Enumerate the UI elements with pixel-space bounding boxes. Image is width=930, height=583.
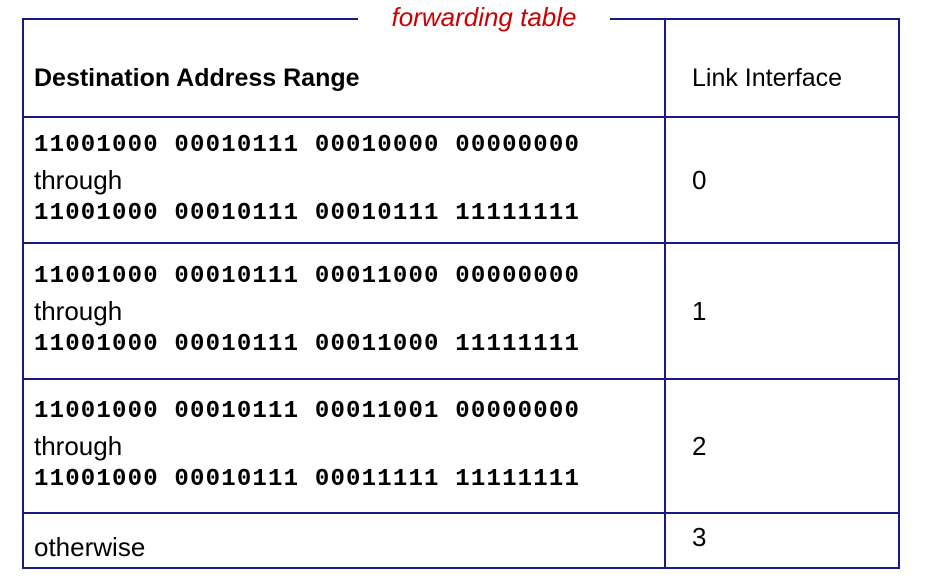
header-destination: Destination Address Range [34,63,360,92]
header-link: Link Interface [692,63,843,92]
table-row-range: 11001000 00010111 00010000 00000000 thro… [24,118,664,242]
row-divider-3 [22,512,900,514]
range-start: 11001000 00010111 00011001 00000000 [34,398,581,425]
range-through: through [34,431,123,461]
table-row-range: 11001000 00010111 00011000 00000000 thro… [24,244,664,378]
link-interface-value: 3 [692,522,707,552]
row-divider-header [22,116,900,118]
link-interface-value: 0 [692,164,707,195]
table-row-range: 11001000 00010111 00011001 00000000 thro… [24,380,664,512]
table-caption: forwarding table [358,0,610,34]
range-through: through [34,165,123,195]
range-end: 11001000 00010111 00011111 11111111 [34,466,581,493]
column-divider [664,18,666,569]
range-through: through [34,296,123,326]
range-start: 11001000 00010111 00010000 00000000 [34,132,581,159]
row-divider-1 [22,242,900,244]
header-link-cell: Link Interface [666,40,898,116]
otherwise-label: otherwise [34,532,146,562]
link-interface-value: 1 [692,295,707,326]
row-divider-2 [22,378,900,380]
table-row-link: 2 [666,380,898,512]
link-interface-value: 2 [692,430,707,461]
range-end: 11001000 00010111 00010111 11111111 [34,200,581,227]
table-row-otherwise-link: 3 [666,514,898,569]
table-row-link: 1 [666,244,898,378]
header-destination-cell: Destination Address Range [24,40,664,116]
table-row-otherwise: otherwise [24,514,664,569]
table-row-link: 0 [666,118,898,242]
range-end: 11001000 00010111 00011000 11111111 [34,331,581,358]
range-start: 11001000 00010111 00011000 00000000 [34,263,581,290]
